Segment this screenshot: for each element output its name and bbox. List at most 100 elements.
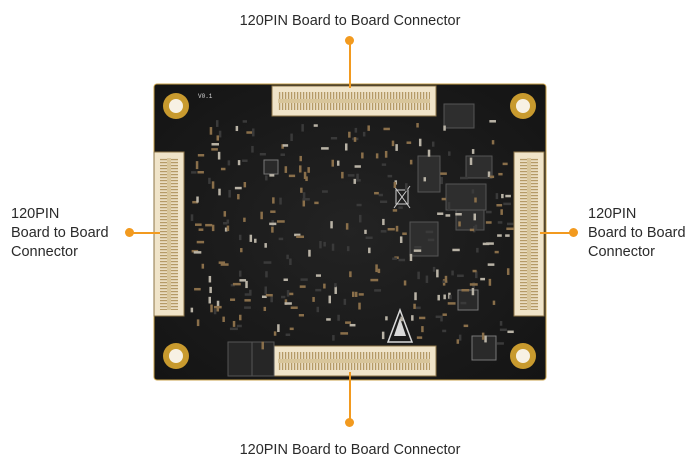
smd-part: [361, 152, 364, 159]
smd-part: [380, 200, 388, 204]
smd-part: [387, 174, 393, 178]
smd-part: [194, 287, 201, 291]
smd-part: [364, 229, 367, 234]
callout-line-right: [540, 232, 572, 234]
smd-part: [349, 271, 352, 278]
smd-part: [286, 254, 289, 260]
smd-part: [416, 123, 419, 128]
smd-part: [192, 200, 199, 204]
smd-part: [384, 150, 388, 158]
smd-part: [209, 127, 213, 135]
smd-part: [208, 177, 211, 184]
smd-part: [321, 147, 329, 150]
smd-part: [374, 191, 379, 195]
smd-part: [506, 227, 514, 231]
smd-part: [378, 193, 383, 197]
smd-part: [381, 331, 385, 340]
smd-part: [218, 188, 221, 196]
smd-part: [413, 303, 416, 309]
connector-top: [271, 85, 437, 117]
smd-part: [216, 305, 220, 312]
smd-part: [332, 335, 335, 341]
smd-part: [211, 224, 215, 232]
smd-part: [365, 236, 373, 240]
smd-part: [427, 238, 435, 242]
smd-part: [398, 258, 406, 262]
smd-part: [484, 335, 487, 343]
smd-part: [197, 171, 204, 174]
smd-part: [190, 307, 194, 313]
smd-part: [442, 313, 447, 316]
smd-part: [222, 316, 225, 323]
smd-part: [218, 261, 226, 264]
smd-part: [354, 127, 358, 133]
smd-part: [303, 171, 307, 179]
smd-part: [474, 224, 478, 229]
smd-part: [314, 201, 319, 205]
smd-part: [330, 221, 333, 229]
callout-label-left-line: 120PIN: [11, 206, 60, 222]
smd-part: [261, 295, 267, 299]
smd-part: [251, 145, 254, 153]
smd-part: [242, 120, 248, 123]
smd-part: [312, 296, 315, 302]
mosfet: [227, 341, 275, 377]
smd-part: [374, 289, 382, 292]
smd-part: [283, 278, 288, 282]
smd-part: [319, 241, 322, 249]
smd-part: [201, 263, 205, 269]
smd-part: [210, 304, 213, 313]
callout-label-left: 120PIN Board to Board Connector: [11, 205, 109, 262]
smd-part: [444, 275, 448, 283]
smd-part: [460, 301, 467, 305]
smd-part: [492, 300, 496, 305]
smd-part: [294, 233, 301, 237]
smd-part: [239, 314, 242, 321]
smd-part: [249, 234, 253, 242]
smd-part: [370, 278, 379, 282]
smd-part: [217, 151, 221, 160]
smd-part: [469, 157, 473, 165]
smd-part: [265, 271, 268, 278]
smd-part: [301, 124, 304, 132]
mounting-hole: [163, 93, 189, 119]
smd-part: [232, 320, 236, 327]
smd-part: [387, 227, 395, 231]
smd-part: [228, 189, 231, 198]
smd-part: [349, 323, 356, 327]
smd-part: [496, 342, 504, 345]
smd-part: [362, 131, 366, 137]
smd-part: [232, 282, 241, 286]
smd-part: [500, 209, 503, 215]
smd-part: [345, 321, 351, 324]
smd-part: [243, 217, 246, 222]
smd-part: [261, 341, 264, 350]
smd-part: [487, 171, 491, 178]
smd-part: [289, 327, 294, 331]
smd-part: [281, 144, 284, 149]
smd-part: [315, 274, 322, 277]
smd-part: [246, 131, 255, 134]
smd-part: [354, 165, 361, 168]
smd-part: [213, 308, 217, 315]
smd-part: [280, 153, 285, 156]
smd-part: [263, 261, 272, 264]
smd-part: [288, 174, 296, 178]
smd-part: [442, 329, 447, 333]
smd-part: [481, 332, 485, 340]
callout-label-left-line: Board to Board: [11, 225, 109, 241]
silkscreen-version: V0.1: [198, 93, 213, 100]
smd-part: [278, 237, 284, 241]
smd-part: [406, 141, 412, 144]
callout-dot-left: [125, 228, 134, 237]
callout-dot-top: [345, 36, 354, 45]
smd-part: [392, 209, 398, 212]
smd-part: [497, 234, 502, 237]
smd-part: [195, 161, 199, 170]
smd-part: [356, 173, 359, 182]
smd-part: [284, 302, 292, 305]
smd-part: [353, 179, 361, 182]
smd-part: [308, 249, 311, 257]
smd-part: [358, 302, 361, 310]
smd-part: [476, 247, 479, 253]
